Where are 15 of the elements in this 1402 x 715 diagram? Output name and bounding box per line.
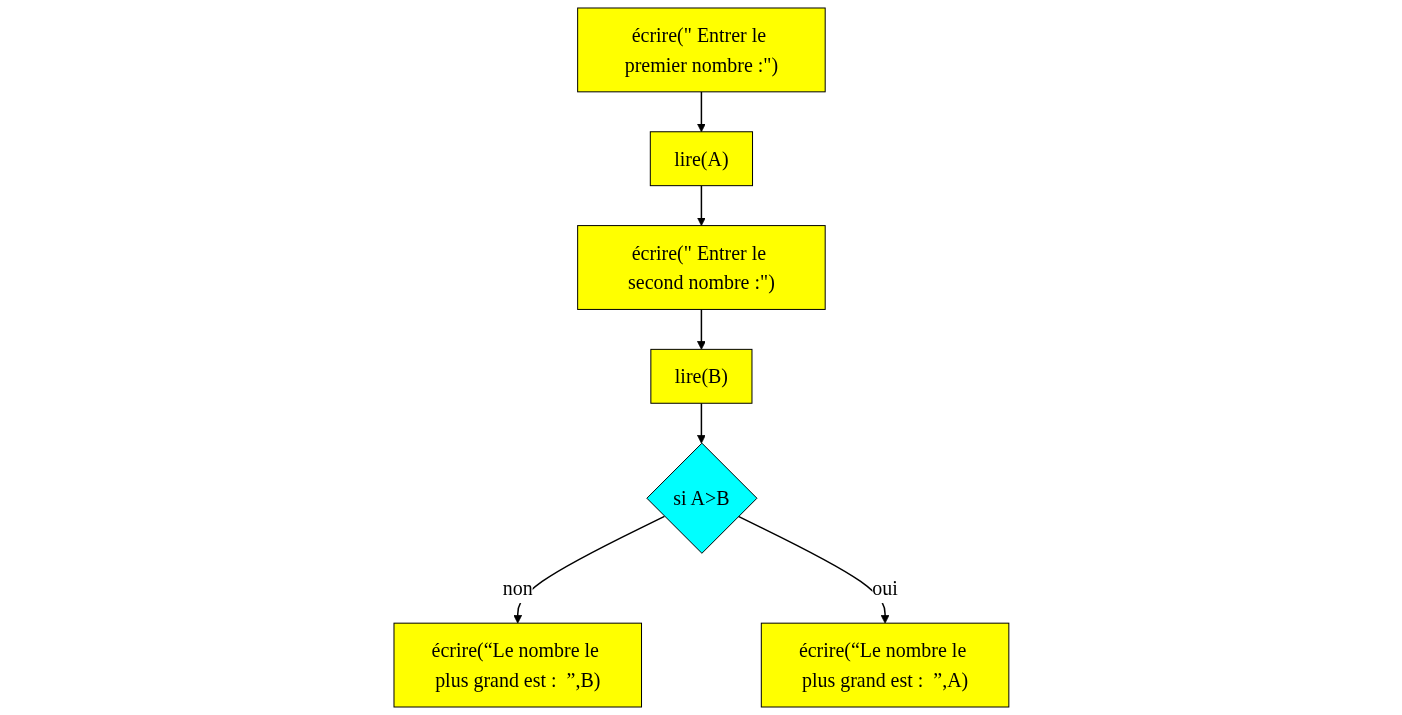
node-box: écrire(" Entrer le second nombre :") bbox=[576, 225, 826, 310]
node-diamond: si A>B bbox=[645, 442, 758, 554]
node-box: lire(B) bbox=[649, 348, 753, 404]
node-box: lire(A) bbox=[649, 131, 753, 187]
arrow bbox=[696, 308, 706, 350]
node-box: écrire(" Entrer le premier nombre :") bbox=[576, 7, 826, 93]
arrow bbox=[696, 402, 706, 444]
arrow bbox=[696, 184, 706, 226]
node-box: écrire(“Le nombre le plus grand est : ”,A) bbox=[760, 622, 1009, 708]
node-box: écrire(“Le nombre le plus grand est : ”,B) bbox=[393, 622, 642, 708]
arrow bbox=[696, 91, 706, 133]
arrow bbox=[737, 515, 890, 624]
arrow bbox=[512, 515, 665, 624]
edge-label: non bbox=[502, 577, 533, 600]
edge-label: oui bbox=[871, 577, 898, 600]
